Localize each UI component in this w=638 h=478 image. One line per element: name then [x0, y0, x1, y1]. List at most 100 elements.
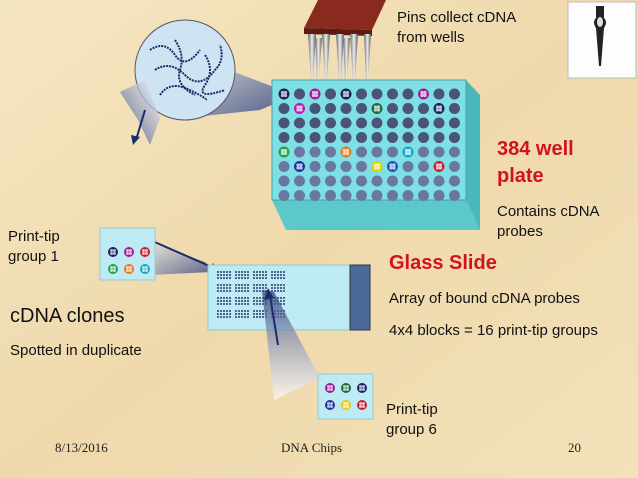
well [371, 175, 383, 187]
dna-spot [433, 161, 445, 172]
dna-spot [418, 88, 429, 100]
well [356, 132, 367, 143]
dna-spot [294, 103, 305, 114]
plate-title: 384 well plate [497, 138, 574, 187]
well [387, 88, 398, 100]
well [387, 103, 398, 114]
well [325, 132, 336, 143]
pins-label: Pins collect cDNA from wells [397, 9, 517, 46]
dna-spot [371, 161, 383, 172]
dna-spot [278, 146, 290, 158]
well [449, 190, 460, 201]
well [325, 117, 336, 129]
well [294, 88, 305, 100]
well [309, 190, 321, 201]
pin-head-icon [567, 1, 637, 79]
well [449, 88, 460, 100]
well [325, 146, 336, 158]
well [371, 190, 383, 201]
well [340, 190, 352, 201]
well [402, 161, 414, 172]
print-tip-block [271, 284, 285, 292]
well [402, 103, 414, 114]
dna-spot [325, 383, 335, 393]
well [371, 132, 383, 143]
microarray-slide [207, 264, 371, 331]
well [371, 117, 383, 129]
well [278, 190, 290, 201]
print-tip-block [217, 284, 231, 292]
well [356, 190, 367, 201]
dna-spot [340, 146, 352, 158]
print-tip-group-1-box [99, 227, 220, 281]
well [325, 103, 336, 114]
cdna-clones-description: Spotted in duplicate [10, 342, 142, 359]
well [309, 161, 321, 172]
well [418, 146, 429, 158]
well [309, 175, 321, 187]
well [294, 190, 305, 201]
well-plate-384 [271, 79, 480, 230]
dna-spot [357, 383, 367, 393]
well [356, 103, 367, 114]
well [278, 103, 290, 114]
dna-spot [341, 383, 351, 393]
dna-spot [309, 88, 321, 100]
well [433, 88, 445, 100]
well [418, 103, 429, 114]
footer-date: 8/13/2016 [55, 440, 108, 455]
well [356, 146, 367, 158]
dna-spot [108, 247, 118, 257]
well [309, 132, 321, 143]
well [340, 117, 352, 129]
well [387, 175, 398, 187]
slide-description-2: 4x4 blocks = 16 print-tip groups [389, 322, 598, 339]
well [402, 175, 414, 187]
well [356, 88, 367, 100]
well [278, 175, 290, 187]
well [402, 190, 414, 201]
well [309, 146, 321, 158]
well [325, 190, 336, 201]
well [294, 146, 305, 158]
well [278, 161, 290, 172]
well [294, 117, 305, 129]
well [371, 88, 383, 100]
dna-spot [325, 400, 335, 410]
dna-spot [341, 400, 351, 410]
well [402, 88, 414, 100]
well [433, 146, 445, 158]
well [433, 117, 445, 129]
well [278, 132, 290, 143]
well [387, 132, 398, 143]
dna-spot [387, 161, 398, 172]
print-tip-block [235, 297, 249, 305]
print-tip-group-6-label: Print-tip group 6 [386, 401, 438, 438]
print-tip-group-6-box [262, 288, 374, 420]
footer-page-number: 20 [568, 440, 581, 455]
well [402, 117, 414, 129]
well [418, 161, 429, 172]
well [418, 117, 429, 129]
footer-title: DNA Chips [281, 440, 343, 455]
well [418, 175, 429, 187]
well [449, 175, 460, 187]
well [309, 103, 321, 114]
dna-spot [140, 247, 150, 257]
well [449, 117, 460, 129]
well [325, 161, 336, 172]
dna-spot [108, 264, 118, 274]
well [325, 175, 336, 187]
well [356, 175, 367, 187]
magnifier-circle [120, 19, 295, 145]
dna-spot [124, 264, 134, 274]
well [294, 132, 305, 143]
well [340, 103, 352, 114]
well [387, 190, 398, 201]
dna-spot [357, 400, 367, 410]
print-tip-block [235, 284, 249, 292]
well [356, 117, 367, 129]
well [449, 132, 460, 143]
well [387, 117, 398, 129]
